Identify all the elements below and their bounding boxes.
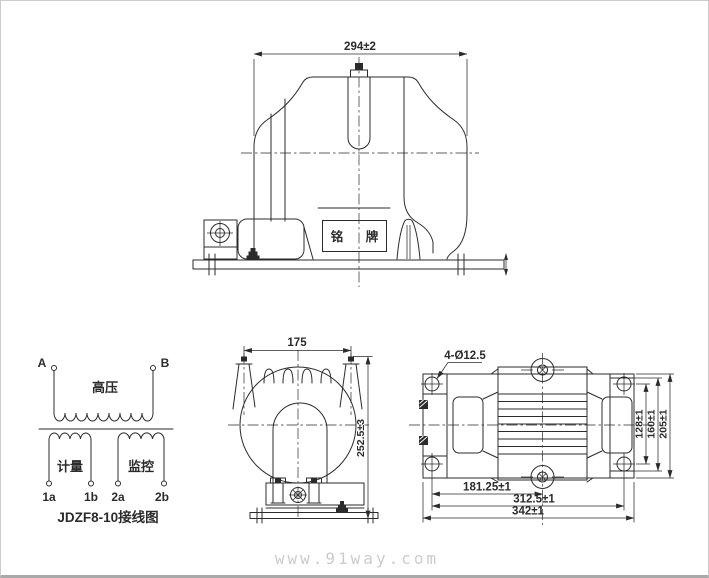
front-body-outline [253,76,468,260]
plate-depth-dim-text: 205±1 [658,409,670,438]
edge-bolt-icon [419,435,428,445]
mounting-slot-marks [208,253,465,276]
primary-leads [53,370,154,414]
terminal-1b-node [88,480,94,487]
plate-left-strip [422,373,448,479]
base-width-dim-text: 160±1 [646,409,658,438]
terminal-a-node [51,365,57,371]
hole-spacing-dim-text: 312.5±1 [513,494,555,506]
shed-ribs [263,368,332,384]
primary-winding-coil [53,412,154,422]
metering-winding-coil [48,432,92,482]
terminal-1b-label: 1b [84,490,98,504]
front-width-dim-text: 294±2 [344,41,376,53]
wiring-diagram: A B 高压 计量 监控 1a 1b 2a 2b JDZF8-10接线图 [38,356,174,525]
mounting-hole-icon [421,373,443,395]
front-inner-right-contour [403,76,434,254]
ground-terminal-icon [336,501,348,513]
hole-callout: 4-Ø12.5 [436,350,486,379]
secondary-stud-right [306,477,322,504]
mounting-hole-icon [613,373,635,395]
right-dimensions: 128±1 160±1 205±1 [634,373,674,479]
terminal-a-label: A [38,356,47,370]
junction-cover-edge [303,226,314,260]
terminal-b-node [150,365,156,371]
terminal-2a-label: 2a [111,490,125,504]
terminal-2b-node [161,480,167,487]
funnel-lines [482,368,603,483]
plate-edge-arrow-icon [504,253,508,276]
support-cone [396,218,421,260]
hv-terminal-right [339,353,363,415]
side-view: 175 [228,337,379,524]
nameplate [322,220,387,252]
plate-length-dim-text: 342±1 [512,506,544,518]
edge-bolt-icon [419,399,428,409]
hole-to-center-dim-text: 181.25±1 [463,482,511,494]
terminal-spacing-dimension: 175 [243,337,352,358]
terminal-spacing-dim-text: 175 [287,337,307,349]
core-window [272,402,328,484]
primary-winding-label: 高压 [92,380,118,395]
terminal-1a-label: 1a [42,490,56,504]
watermark-text: www.91way.com [275,549,439,568]
terminal-1a-node [46,480,52,487]
terminal-2a-node [115,480,121,487]
nameplate-text: 铭 牌 [331,229,384,244]
front-view: 294±2 铭 牌 [192,41,508,287]
base-bushing-icon [289,487,307,503]
metering-winding-label: 计量 [57,459,83,474]
front-base-plate [192,253,508,276]
overall-height-dimension: 252.5±3 [353,356,378,519]
junction-cover [237,218,305,260]
monitoring-winding-label: 监控 [128,459,154,474]
side-base [249,477,379,524]
wiring-diagram-caption: JDZF8-10接线图 [57,509,158,525]
base-plate-outline [422,373,635,479]
mounting-hole-icon [613,453,635,475]
bottom-view: 4-Ø12.5 181.25±1 312.5±1 342±1 128±1 160… [409,350,674,525]
base-slot-marks [256,507,374,524]
bottom-dimensions: 181.25±1 312.5±1 342±1 [422,475,635,523]
mounting-holes-label: 4-Ø12.5 [444,350,486,362]
front-width-dimension: 294±2 [253,41,468,136]
secondary-stud-left [270,477,286,504]
overall-height-dim-text: 252.5±3 [355,419,367,457]
mounting-hole-icon [421,453,443,475]
terminal-2b-label: 2b [155,490,169,504]
front-inner-left-ribs [270,98,286,222]
front-center-slot [347,76,371,150]
hv-terminal-left [232,353,256,415]
terminal-b-label: B [161,356,170,370]
ground-terminal-icon [246,248,260,259]
secondary-terminal-box [203,219,238,260]
monitoring-winding-coil [117,432,165,482]
hole-spacing-v-dim-text: 128±1 [634,409,646,438]
